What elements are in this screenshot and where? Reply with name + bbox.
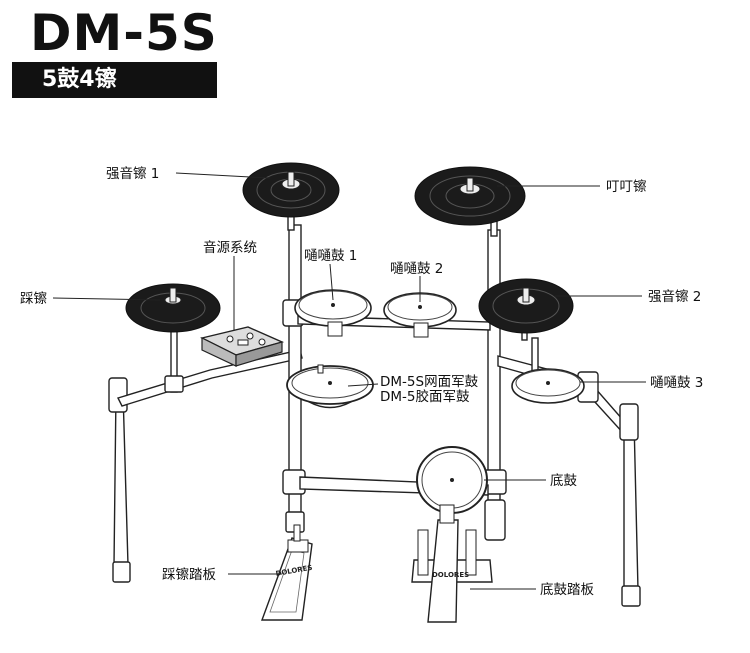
label-tom-2: 嗵嗵鼓 2: [390, 261, 443, 277]
label-crash-cymbal-2: 强音镲 2: [648, 288, 701, 305]
sound-module: [199, 326, 285, 367]
label-sound-module: 音源系统: [203, 239, 257, 256]
crash-cymbal-1: [242, 162, 340, 218]
label-snare-rubber: DM-5胶面军鼓: [380, 388, 470, 405]
label-hihat-pedal: 踩镲踏板: [162, 566, 216, 583]
label-ride-cymbal: 叮叮镲: [606, 178, 647, 195]
subtitle-banner: 5鼓4镲: [12, 62, 217, 98]
kick-pad: [416, 446, 488, 514]
snare-pad: [286, 364, 374, 409]
kick-pedal-brand: DOLORES: [432, 571, 469, 579]
label-kick-pedal: 底鼓踏板: [540, 582, 594, 598]
product-title: DM-5S: [30, 4, 218, 62]
crash-cymbal-2: [478, 278, 574, 334]
label-snare-mesh: DM-5S网面军鼓: [380, 374, 479, 390]
hihat-cymbal: [125, 283, 221, 333]
subtitle-text: 5鼓4镲: [42, 67, 117, 92]
tom-pad-3: [511, 368, 585, 404]
label-hihat: 踩镲: [20, 290, 47, 307]
callout-lines: [52, 172, 646, 590]
label-crash-cymbal-1: 强音镲 1: [106, 165, 159, 182]
kick-pedal: DOLORES: [411, 504, 493, 623]
label-kick: 底鼓: [550, 473, 578, 489]
tom-pad-2: [383, 292, 457, 338]
label-tom-3: 嗵嗵鼓 3: [650, 375, 703, 391]
hihat-pedal: DOLORES: [260, 524, 313, 621]
tom-pad-1: [294, 289, 372, 337]
rack-frame: [108, 189, 641, 607]
ride-cymbal: [414, 166, 526, 226]
label-tom-1: 嗵嗵鼓 1: [304, 248, 357, 264]
